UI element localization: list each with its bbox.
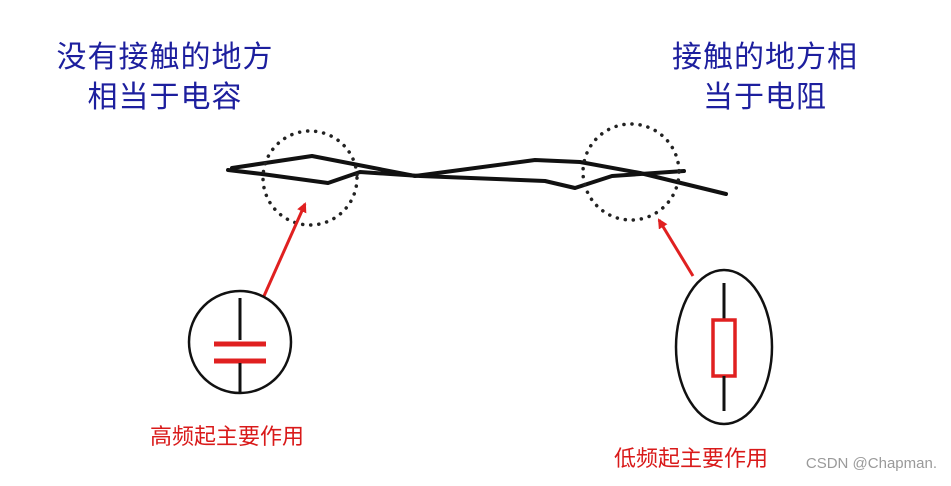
right-label: 接触的地方相 当于电阻 [660, 38, 870, 118]
left-label: 没有接触的地方 相当于电容 [45, 38, 285, 118]
capacitor-caption: 高频起主要作用 [150, 425, 305, 450]
resistor-symbol-ellipse [674, 268, 774, 426]
right-label-line2: 当于电阻 [703, 80, 827, 115]
left-label-line1: 没有接触的地方 [56, 40, 274, 75]
resistor-body [711, 318, 737, 378]
resistor-caption: 低频起主要作用 [614, 447, 769, 472]
right-label-line1: 接触的地方相 [672, 40, 858, 75]
left-label-line2: 相当于电容 [87, 80, 243, 115]
wire-lower [226, 168, 686, 190]
capacitor-symbol-circle [187, 289, 293, 395]
resistor-arrow [657, 218, 695, 277]
csdn-watermark: CSDN @Chapman. [805, 455, 937, 472]
capacitor-arrow [262, 202, 307, 297]
twisted-wires [226, 154, 728, 196]
resistor-symbol [674, 268, 774, 426]
gap-capacitance-circle [261, 129, 359, 227]
contact-resistance-circle [581, 122, 681, 222]
capacitor-symbol [187, 289, 293, 395]
